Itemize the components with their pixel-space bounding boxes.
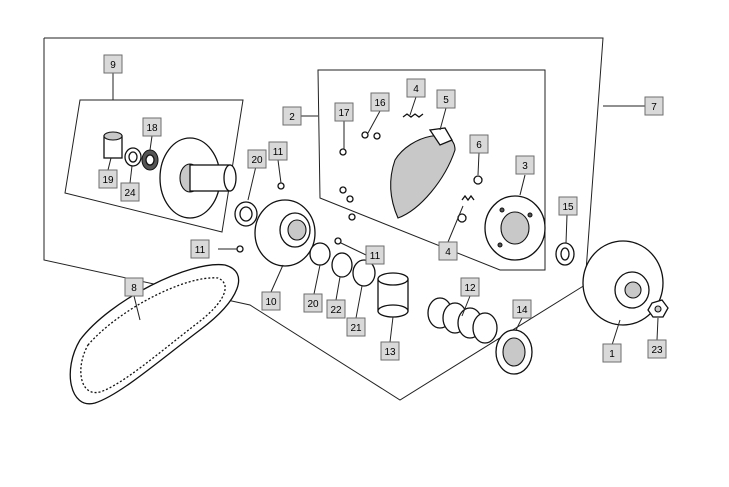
svg-text:11: 11	[273, 147, 284, 158]
callout-11-left: 11	[190, 239, 210, 259]
svg-text:19: 19	[102, 175, 114, 186]
svg-text:3: 3	[522, 161, 528, 172]
shoe-spring-4-bottom	[461, 194, 475, 202]
group-outline-7	[43, 37, 604, 401]
spring-collar	[377, 272, 409, 318]
needle-bearing-19	[103, 131, 123, 159]
guide-pin-11-left	[236, 245, 244, 253]
callout-17: 17	[334, 102, 354, 122]
svg-text:6: 6	[476, 140, 482, 151]
svg-text:13: 13	[384, 347, 396, 358]
svg-text:20: 20	[307, 299, 319, 310]
callout-14: 14	[512, 299, 532, 319]
oil-seal-20-mid	[309, 242, 331, 266]
leader-lines	[107, 73, 659, 346]
svg-text:22: 22	[330, 305, 342, 316]
svg-text:4: 4	[413, 84, 419, 95]
shoe-spring-4-top	[402, 113, 424, 118]
movable-driven-half	[254, 199, 316, 267]
svg-text:9: 9	[110, 60, 116, 71]
o-ring-22	[331, 252, 353, 278]
callout-11-mid: 11	[365, 245, 385, 265]
clutch-plate	[484, 195, 546, 261]
o-ring-21	[352, 259, 376, 287]
clutch-bell	[582, 240, 664, 326]
guide-pin-11-top	[277, 182, 285, 190]
svg-text:16: 16	[374, 98, 386, 109]
group-outline-9	[64, 99, 244, 233]
svg-text:11: 11	[370, 251, 381, 262]
callout-15: 15	[558, 196, 578, 216]
callout-1: 1	[602, 343, 622, 363]
callout-20-mid: 20	[303, 293, 323, 313]
callout-20-left: 20	[247, 149, 267, 169]
callout-19: 19	[98, 169, 118, 189]
washer-17	[339, 148, 347, 156]
callout-23: 23	[647, 339, 667, 359]
callout-7: 7	[644, 96, 664, 116]
callout-8: 8	[124, 277, 144, 297]
washer-6	[473, 175, 483, 185]
callout-21: 21	[346, 317, 366, 337]
svg-text:17: 17	[338, 108, 350, 119]
svg-text:15: 15	[562, 202, 574, 213]
callout-3: 3	[515, 155, 535, 175]
callout-12: 12	[460, 277, 480, 297]
callout-11-top: 11	[268, 141, 288, 161]
oil-seal-24	[124, 147, 142, 167]
callout-9: 9	[103, 54, 123, 74]
driven-spring	[427, 297, 498, 344]
nut-23	[647, 299, 669, 318]
spring-seat	[495, 329, 533, 375]
svg-text:14: 14	[516, 305, 528, 316]
fixed-driven-half	[159, 137, 237, 219]
svg-text:7: 7	[651, 102, 657, 113]
callout-2: 2	[282, 106, 302, 126]
callout-16: 16	[370, 92, 390, 112]
bearing-18	[141, 149, 159, 171]
svg-text:11: 11	[195, 245, 206, 256]
svg-text:23: 23	[651, 345, 663, 356]
svg-text:20: 20	[251, 155, 263, 166]
callout-4-bottom: 4	[438, 241, 458, 261]
callout-22: 22	[326, 299, 346, 319]
svg-text:24: 24	[124, 188, 136, 199]
callout-10: 10	[261, 291, 281, 311]
callout-18: 18	[142, 117, 162, 137]
clutch-shoe	[390, 127, 456, 219]
washer-16	[361, 131, 369, 139]
drive-belt	[69, 263, 240, 405]
svg-text:21: 21	[350, 323, 362, 334]
callout-4-top: 4	[406, 78, 426, 98]
svg-text:10: 10	[265, 297, 277, 308]
svg-text:12: 12	[464, 283, 476, 294]
group-outline-2	[317, 69, 546, 271]
svg-text:5: 5	[443, 95, 449, 106]
svg-text:8: 8	[131, 283, 137, 294]
callout-13: 13	[380, 341, 400, 361]
svg-text:2: 2	[289, 112, 295, 123]
callout-24: 24	[120, 182, 140, 202]
callout-5: 5	[436, 89, 456, 109]
guide-pin-11-mid	[334, 237, 342, 245]
svg-text:1: 1	[609, 349, 615, 360]
callout-6: 6	[469, 134, 489, 154]
svg-text:18: 18	[146, 123, 158, 134]
svg-text:4: 4	[445, 247, 451, 258]
